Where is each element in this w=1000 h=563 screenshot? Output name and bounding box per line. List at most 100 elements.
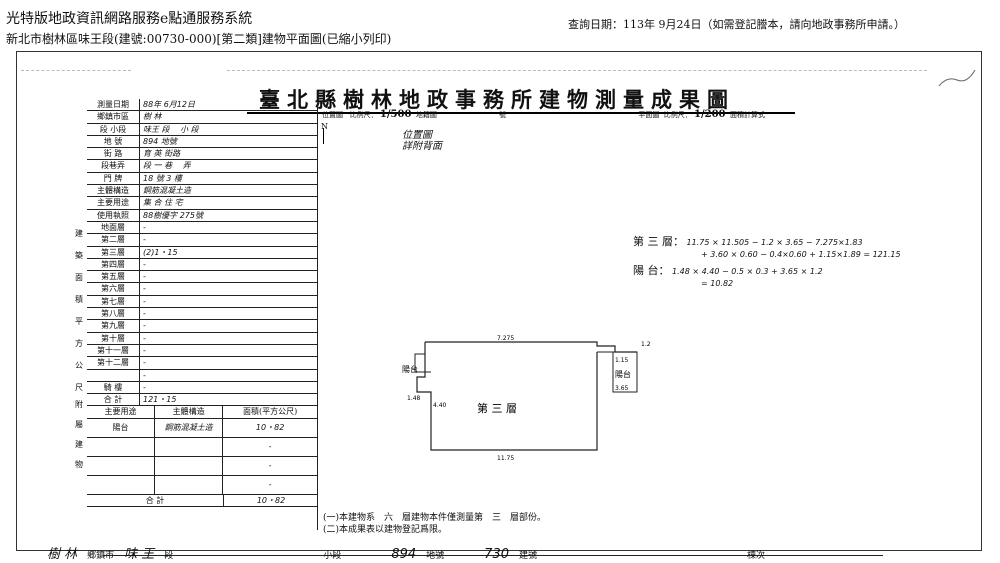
bottom-district-suffix: 鄉鎮市 <box>87 551 115 561</box>
scribble-mark-icon <box>938 69 976 87</box>
calc-line: 1.48 × 4.40 − 0.5 × 0.3 + 3.65 × 1.2 <box>672 267 823 276</box>
row-label: 第四層 <box>87 258 140 271</box>
table-row: 段巷弄段 一 巷 弄 <box>87 160 318 173</box>
land-map-label: 地籍圖 <box>415 111 437 119</box>
annex-header-area: 面積(平方公尺) <box>223 406 318 418</box>
row-value: - <box>143 296 146 306</box>
bottom-rule <box>103 555 883 556</box>
row-label: 地 號 <box>87 135 140 148</box>
table-row: 第十一層- <box>87 344 318 358</box>
title-underline <box>247 112 795 114</box>
row-label: 第二層 <box>87 234 140 246</box>
location-note: 位置圖 詳附背面 <box>402 130 442 152</box>
table-row: 第五層- <box>87 271 318 284</box>
annex-structure <box>155 456 224 475</box>
annex-side-label: 附 <box>75 400 83 409</box>
row-value: 121・15 <box>143 395 177 405</box>
row-value: (2)1・15 <box>143 247 178 257</box>
table-row: - <box>87 369 318 382</box>
row-value: - <box>143 235 146 245</box>
annex-use: 陽台 <box>87 418 156 437</box>
row-label: 第五層 <box>87 271 140 283</box>
side-label: 公 <box>75 361 83 370</box>
row-value: 育 英 街路 <box>143 149 181 159</box>
row-value: 88年 6月12日 <box>143 100 195 109</box>
row-value: 18 號 3 樓 <box>143 173 182 183</box>
table-row: 第七層- <box>87 295 318 309</box>
annex-header-use: 主要用途 <box>87 406 156 418</box>
plan-scale-label: 比例尺： <box>663 111 692 119</box>
query-date: 查詢日期：113年 9月24日（如需登記謄本，請向地政事務所申請。） <box>568 18 905 31</box>
row-value: - <box>143 309 146 319</box>
side-label: 方 <box>75 339 83 348</box>
table-row: 地面層- <box>87 221 318 235</box>
row-label: 合 計 <box>87 394 140 406</box>
annex-total-value: 10・82 <box>256 495 286 505</box>
annex-structure: 鋼筋混凝土造 <box>155 418 224 437</box>
row-label: 門 牌 <box>87 172 140 185</box>
side-label: 面 <box>75 273 83 282</box>
annex-side-label: 屬 <box>75 420 83 429</box>
calc-line: = 10.82 <box>701 279 734 288</box>
row-label: 第十二層 <box>87 357 140 369</box>
location-note-line: 詳附背面 <box>402 141 442 152</box>
row-label: 段巷弄 <box>87 160 140 172</box>
table-row: 街 路育 英 街路 <box>87 148 318 161</box>
plan-balcony-left: 陽台 <box>402 364 418 374</box>
bottom-build-no: 730 <box>484 547 509 562</box>
annex-row: - <box>87 437 318 457</box>
row-value: 集 合 住 宅 <box>143 198 183 208</box>
row-label: 地面層 <box>87 221 140 234</box>
row-label: 第九層 <box>87 320 140 332</box>
annex-side-label: 建 <box>75 440 83 449</box>
bottom-build-suffix: 建號 <box>519 551 538 561</box>
table-row: 第八層- <box>87 308 318 321</box>
location-strip: 位置圖 比例尺： 1/500 地籍圖 號 平面圖 比例尺： 1/200 面積計算… <box>322 109 765 120</box>
top-dashed-rule <box>21 70 131 71</box>
row-value: - <box>143 345 146 355</box>
annex-side-label: 物 <box>75 460 83 469</box>
table-row: 第九層- <box>87 320 318 333</box>
side-labels: 建築面積平方公尺 <box>73 223 85 399</box>
row-value: - <box>143 333 146 343</box>
scale-value: 1/500 <box>379 109 412 120</box>
plan-dim-right-small: 1.15 <box>615 357 629 364</box>
plan-dim-bottom: 11.75 <box>497 455 514 462</box>
calc-floor-label: 第 三 層： <box>633 235 684 248</box>
row-value: - <box>143 284 146 294</box>
bottom-lot-suffix: 地號 <box>426 551 445 561</box>
table-row: 第十二層- <box>87 357 318 370</box>
scale-label: 比例尺： <box>349 111 378 119</box>
calc-line: 11.75 × 11.505 − 1.2 × 3.65 − 7.275×1.83 <box>686 238 863 247</box>
row-value: - <box>143 259 146 269</box>
row-value: 鋼筋混凝土造 <box>143 186 191 196</box>
annex-structure <box>155 437 224 456</box>
note-2: (二)本成果表以建物登記爲限。 <box>323 525 448 535</box>
bottom-district: 樹 林 <box>47 547 78 562</box>
row-label: 第七層 <box>87 295 140 308</box>
bottom-lot: 894 <box>391 547 417 562</box>
row-value: 88樹優字 275號 <box>143 210 203 220</box>
area-calculation: 第 三 層： 11.75 × 11.505 − 1.2 × 3.65 − 7.2… <box>633 236 901 290</box>
table-row: 騎 樓- <box>87 381 318 395</box>
row-label: 第十一層 <box>87 344 140 357</box>
table-row: 段 小段味王 段 小 段 <box>87 123 318 136</box>
plan-dim-top: 7.275 <box>497 335 514 342</box>
annex-use <box>87 475 156 494</box>
row-label: 使用執照 <box>87 209 140 221</box>
row-label: 騎 樓 <box>87 381 140 394</box>
row-value: - <box>143 358 146 368</box>
row-label: 第八層 <box>87 308 140 320</box>
row-value: - <box>143 272 146 282</box>
annex-side-labels: 附屬建物 <box>73 395 85 475</box>
floor-plan-drawing: 第 三 層 陽台 陽台 7.275 11.75 4.40 1.48 1.15 3… <box>402 335 651 462</box>
row-label <box>87 369 140 381</box>
plan-scale-value: 1/200 <box>694 109 726 120</box>
area-method-label: 面積計算式 <box>729 111 765 119</box>
calc-line: + 3.60 × 0.60 − 0.4×0.60 + 1.15×1.89 = 1… <box>701 250 901 259</box>
table-row: 第四層- <box>87 258 318 272</box>
